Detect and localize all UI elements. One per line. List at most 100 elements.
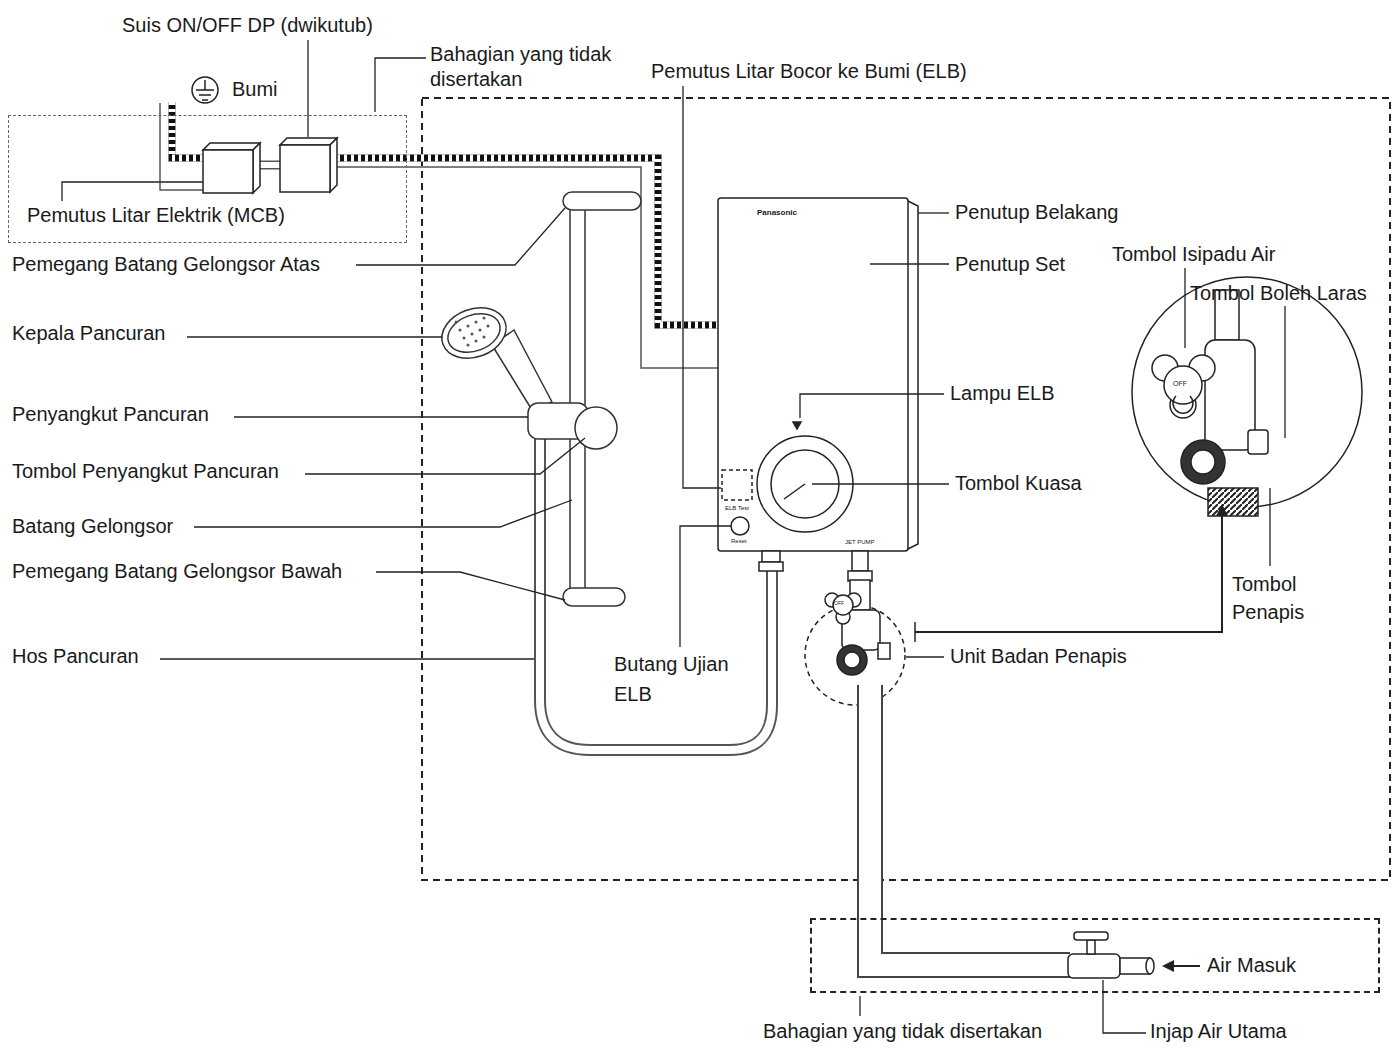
excluded-parts-box: Air Masuk <box>810 918 1380 993</box>
leader-line <box>305 438 585 474</box>
leader-line <box>62 182 203 201</box>
leader-line <box>160 658 534 659</box>
part-label: Penyangkut Pancuran <box>12 403 209 426</box>
box-label: Pemutus Litar Elektrik (MCB) <box>27 204 285 227</box>
leader-line <box>800 394 944 418</box>
part-label: Butang Ujian ELB <box>614 649 749 709</box>
slide-bar <box>563 192 641 606</box>
shower-head <box>483 336 486 339</box>
mcb-box <box>203 143 260 150</box>
detail-arrow <box>915 504 1228 642</box>
leader-line <box>683 86 721 488</box>
filter-detail-inset <box>1132 277 1362 507</box>
heater-body <box>793 422 801 429</box>
heater-body <box>718 198 918 581</box>
main-valve <box>1087 940 1095 954</box>
leader-line <box>62 40 1285 1033</box>
leader-line <box>812 483 949 484</box>
printed-marking: OFF <box>834 601 844 607</box>
part-label: Hos Pancuran <box>12 645 139 668</box>
main-valve <box>1146 958 1154 974</box>
shower-head <box>479 329 482 332</box>
part-label: Unit Badan Penapis <box>950 645 1127 668</box>
mcb-box <box>203 150 253 193</box>
leader-line <box>194 500 572 527</box>
printed-marking: Panasonic <box>757 208 797 217</box>
shower-head <box>467 344 470 347</box>
shower-head <box>483 317 486 320</box>
filter-detail-inset <box>1132 277 1362 516</box>
leader-line <box>680 526 731 647</box>
leader-line <box>1103 980 1146 1033</box>
earth-symbol <box>202 99 208 101</box>
part-label: Penutup Belakang <box>955 201 1118 224</box>
shower-head <box>487 325 490 328</box>
printed-marking: ELB Test <box>725 505 749 512</box>
earth-symbol <box>204 80 206 90</box>
inlet-arrow <box>1162 960 1200 972</box>
main-valve <box>1074 932 1108 940</box>
part-label: Batang Gelongsor <box>12 515 173 538</box>
shower-head <box>467 325 470 328</box>
leader-line <box>1184 268 1185 348</box>
dp-switch-box <box>280 145 330 192</box>
shower-head <box>435 299 513 367</box>
part-label: Pemegang Batang Gelongsor Bawah <box>12 560 342 583</box>
main-valve <box>1068 932 1154 978</box>
heater-body <box>852 551 868 571</box>
part-label: Injap Air Utama <box>1150 1020 1287 1043</box>
supply-pipe <box>870 685 1070 965</box>
filter-detail-inset <box>1173 396 1193 413</box>
filter-unit <box>833 595 853 615</box>
heater-body <box>722 470 752 500</box>
supplied-region <box>422 98 1390 880</box>
leader-line <box>187 336 442 337</box>
shower-head <box>459 329 462 332</box>
part-label: Pemutus Litar Bocor ke Bumi (ELB) <box>651 60 967 83</box>
shower-head <box>455 321 458 324</box>
detail-arrow <box>915 514 1222 632</box>
power-cable <box>160 103 203 190</box>
heater-body <box>784 484 805 499</box>
shower-head <box>455 317 490 347</box>
earth-symbol <box>199 94 211 96</box>
part-label: Bahagian yang tidak disertakan <box>763 1020 1042 1043</box>
heater-body <box>762 551 780 562</box>
filter-detail-inset <box>1181 440 1225 484</box>
dp-switch-box <box>280 138 337 145</box>
shower-head <box>471 333 474 336</box>
printed-marking: Reset <box>731 538 747 545</box>
leader-line <box>870 263 949 264</box>
part-label: Tombol Boleh Laras <box>1190 282 1367 305</box>
printed-marking: OFF <box>1173 380 1187 388</box>
leader-line <box>356 208 565 265</box>
leader-line <box>906 656 944 657</box>
part-label: Tombol Kuasa <box>955 472 1082 495</box>
filter-unit <box>805 605 905 705</box>
earth-symbol <box>192 77 218 103</box>
slide-bar <box>563 588 625 606</box>
leader-line <box>307 40 308 137</box>
main-valve <box>1068 954 1120 978</box>
filter-unit <box>844 652 860 668</box>
dp-switch-box <box>280 138 337 192</box>
detail-arrow <box>1216 504 1228 516</box>
mcb-box <box>253 143 260 193</box>
mcb-box <box>203 143 260 193</box>
part-label: Suis ON/OFF DP (dwikutub) <box>122 14 373 37</box>
leader-line <box>376 572 565 600</box>
inlet-arrow <box>1172 965 1200 967</box>
part-label: Penutup Set <box>955 253 1065 276</box>
leader-line <box>918 212 949 213</box>
part-label: Kepala Pancuran <box>12 322 165 345</box>
leader-line <box>1269 488 1270 566</box>
earth-symbol <box>196 89 214 91</box>
heater-body <box>718 198 908 551</box>
power-cable <box>330 158 718 325</box>
part-label: Tombol Penapis <box>1232 570 1322 626</box>
heater-body <box>759 562 783 571</box>
earth-symbol <box>192 77 218 103</box>
printed-marking: JET PUMP <box>845 539 875 546</box>
filter-unit <box>837 645 867 675</box>
part-label: Bahagian yang tidak disertakan <box>430 42 645 92</box>
